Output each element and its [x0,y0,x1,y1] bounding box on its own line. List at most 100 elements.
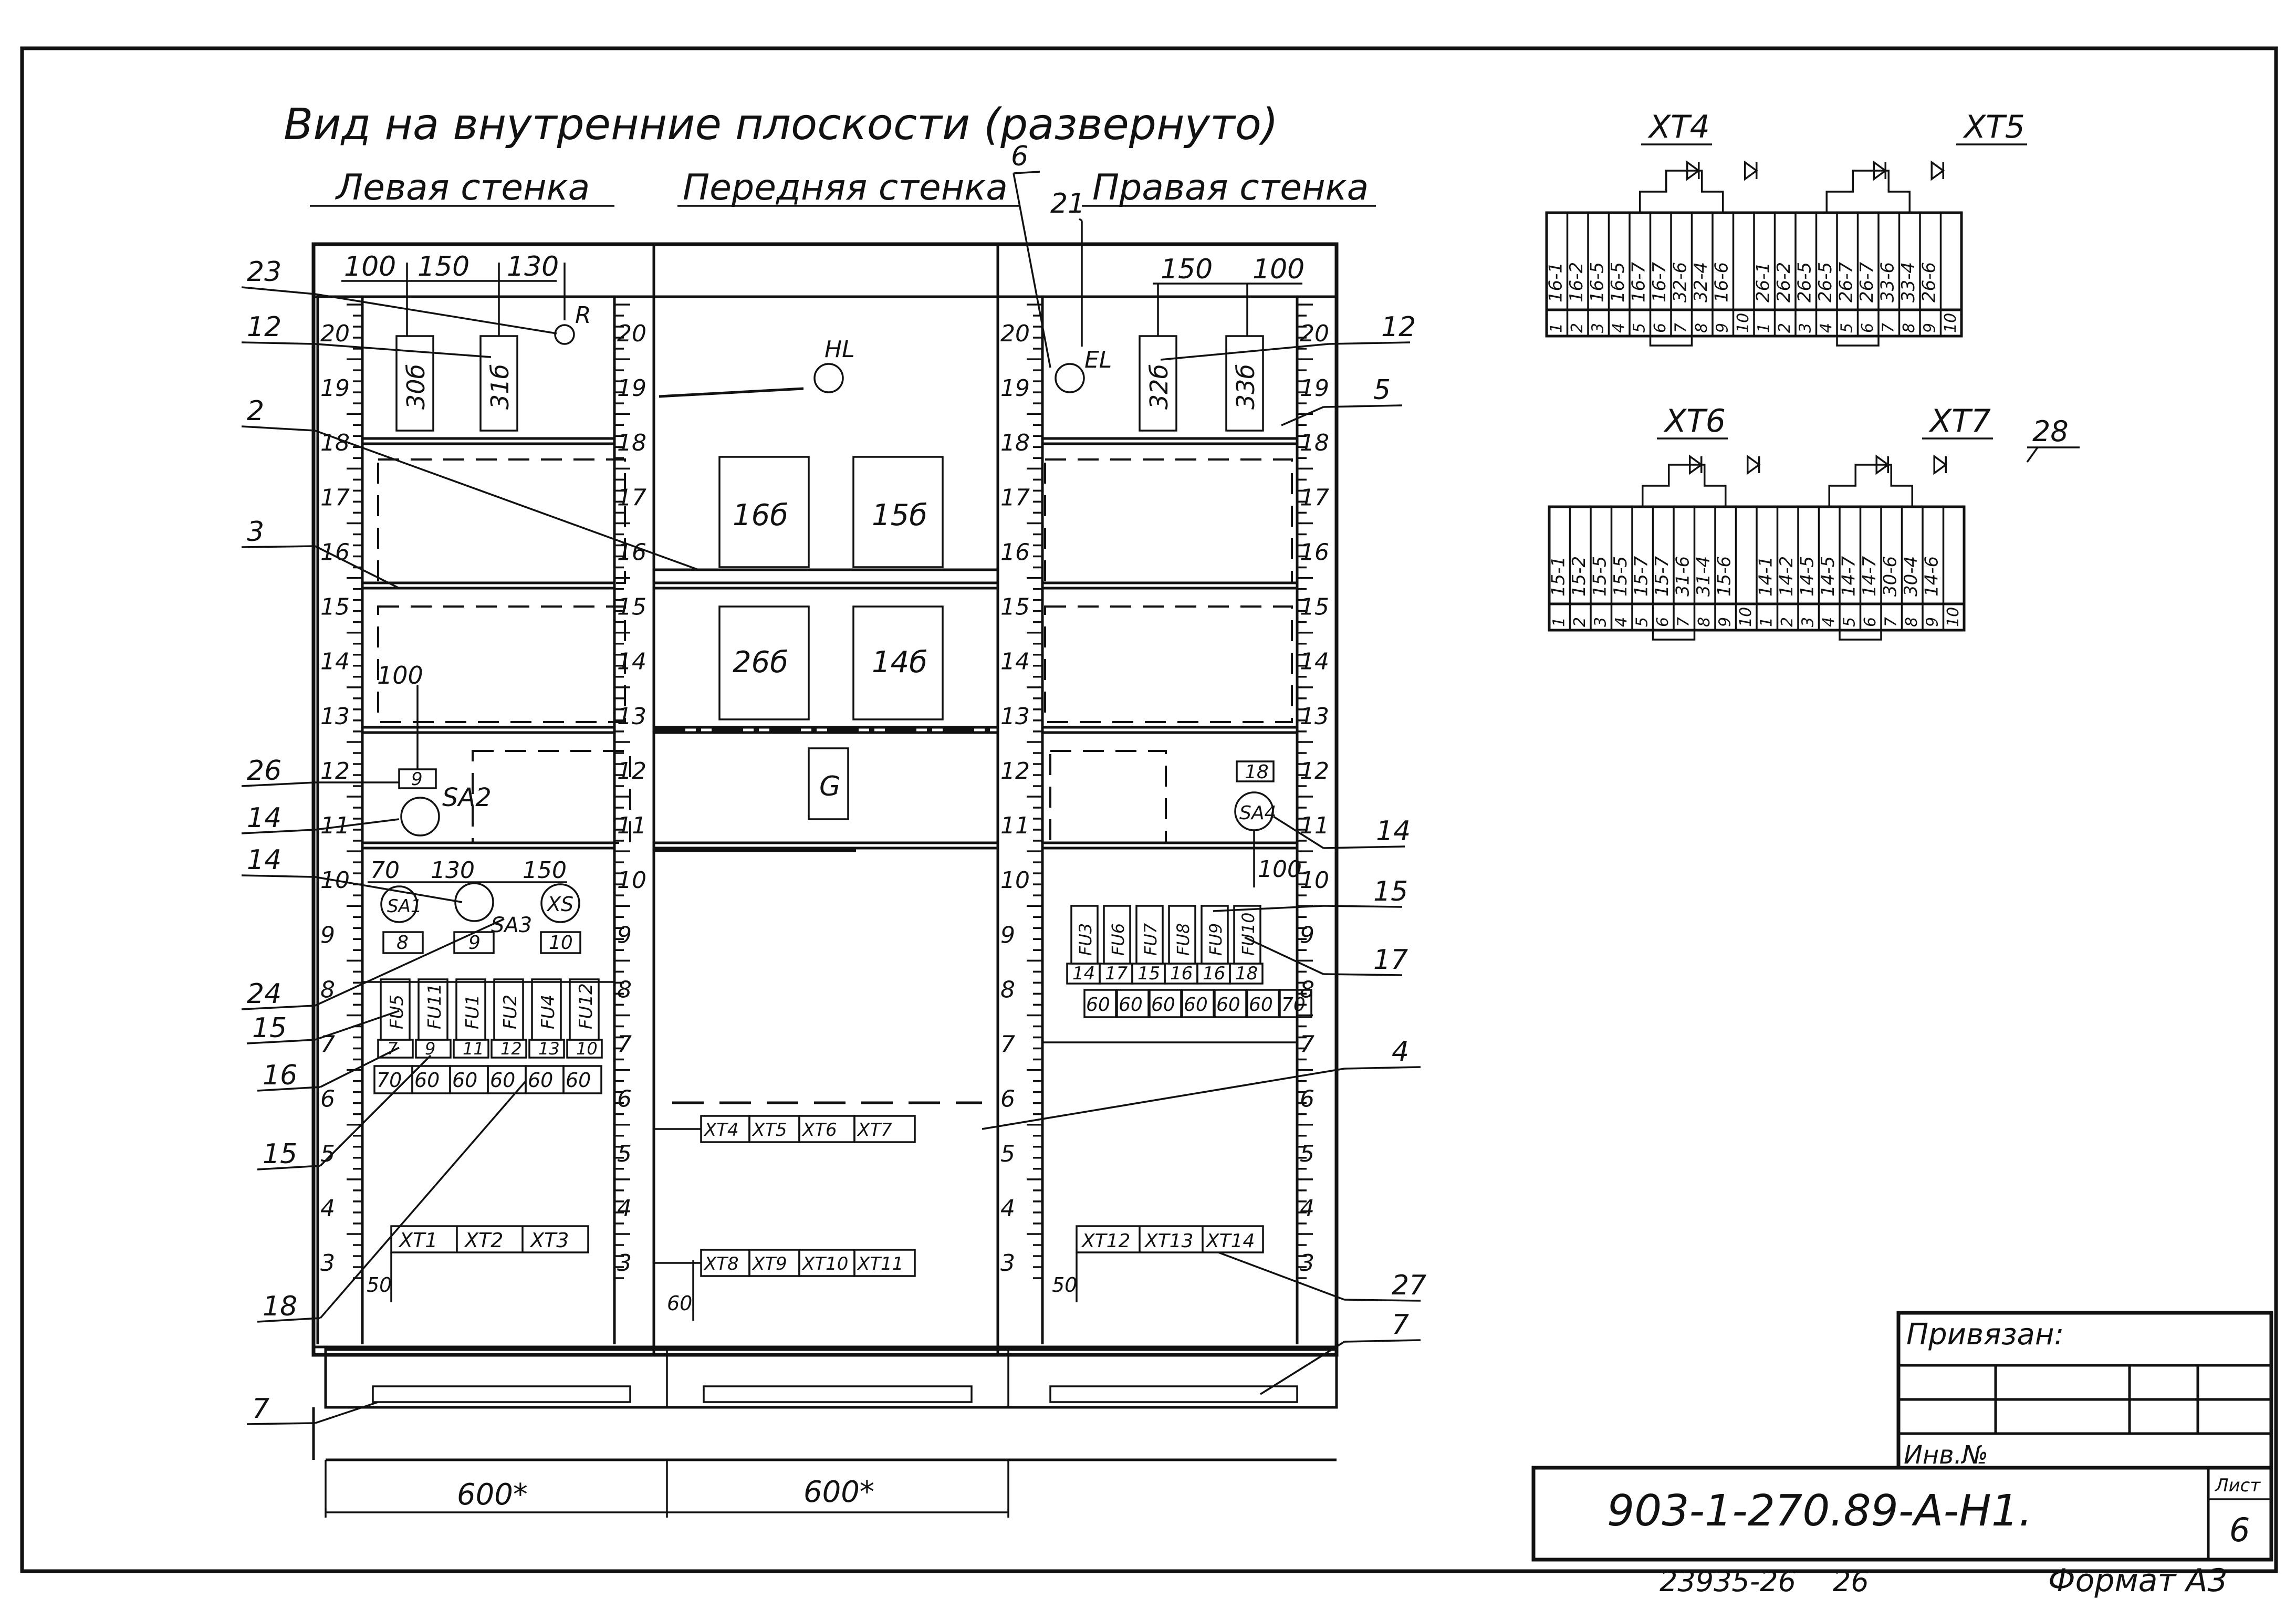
sheet-number: 6 [2229,1511,2250,1549]
svg-text:6: 6 [1654,617,1672,627]
callout-23: 23 [247,256,281,288]
relay-33b [1225,335,1264,432]
left-dim-100: 100 [344,251,396,283]
svg-text:XT7: XT7 [857,1120,892,1141]
svg-text:18: 18 [1235,963,1258,984]
svg-text:32-6: 32-6 [1669,262,1690,302]
scale-label: 4 [320,1195,335,1222]
scale-label: 7 [617,1031,632,1058]
scale-label: 5 [1000,1141,1015,1167]
callout-17: 17 [1373,944,1408,976]
svg-text:60: 60 [667,1292,692,1315]
svg-text:60: 60 [1216,994,1240,1016]
callout-26: 26 [247,755,281,787]
svg-text:XT11: XT11 [857,1253,903,1274]
svg-text:30-4: 30-4 [1901,556,1922,597]
svg-text:16-2: 16-2 [1566,262,1587,302]
scale-label: 6 [617,1086,632,1113]
scale-label: 15 [1000,594,1030,621]
dashed-zones [377,458,1293,844]
svg-text:60: 60 [490,1069,515,1092]
svg-text:FU7: FU7 [1141,923,1161,956]
svg-text:60: 60 [528,1069,553,1092]
svg-text:16-7: 16-7 [1649,262,1670,302]
scale-label: 16 [1300,539,1329,566]
svg-text:33б: 33б [1232,364,1260,410]
scale-label: 20 [1000,320,1030,347]
width-dim-left: 600* [457,1478,528,1512]
svg-text:4: 4 [1610,323,1628,333]
scale-label: 14 [1300,649,1329,675]
resistor-r-label: R [575,302,591,329]
scale-label: 17 [617,484,646,511]
svg-text:14-2: 14-2 [1776,556,1797,597]
xt6-heading: XT6 [1663,403,1726,440]
svg-text:14-7: 14-7 [1859,556,1880,597]
scale-label: 9 [1300,922,1314,948]
terminal-xt11 [853,1249,916,1277]
svg-text:2: 2 [1778,617,1797,627]
sheet-label: Лист [2214,1475,2261,1496]
relay-31b-label: 31б [486,364,514,410]
callout-12: 12 [247,311,281,343]
svg-text:60: 60 [1119,994,1143,1016]
svg-text:10: 10 [1944,607,1963,627]
xt7-heading: XT7 [1928,403,1991,440]
callout-3: 3 [247,516,264,548]
block-26b [718,605,810,720]
scale-label: 20 [617,320,646,347]
scale-label: 19 [320,375,350,402]
scale-label: 10 [617,867,646,894]
front-wall-heading: Передняя стенка [683,167,1008,208]
relay-30b-label: 30б [402,364,430,410]
left-dim-130: 130 [507,251,559,283]
svg-text:4: 4 [1817,323,1835,333]
svg-text:15-7: 15-7 [1631,556,1652,597]
svg-text:26-5: 26-5 [1815,262,1836,302]
svg-text:12: 12 [500,1039,522,1059]
right-wall-heading: Правая стенка [1092,167,1369,208]
block-14b [852,605,944,720]
scale-label: 11 [1000,812,1030,839]
svg-text:15-5: 15-5 [1610,556,1631,597]
svg-text:26-1: 26-1 [1752,262,1773,302]
svg-text:FU4: FU4 [538,995,559,1029]
svg-text:13: 13 [538,1039,560,1059]
left-dim-100b: 100 [377,661,423,689]
lamp-hl-label: HL [825,336,855,363]
svg-text:15-7: 15-7 [1652,556,1673,597]
svg-text:7: 7 [387,1039,398,1059]
svg-text:FU1: FU1 [462,995,483,1029]
svg-text:60: 60 [1151,994,1175,1016]
svg-text:15-6: 15-6 [1714,556,1735,597]
svg-text:70: 70 [370,857,400,884]
scale-label: 19 [1300,375,1329,402]
terminal-xt13: XT13 [1144,1230,1193,1252]
svg-text:10: 10 [1942,313,1960,333]
svg-text:5: 5 [1633,617,1651,627]
callout-15: 15 [252,1012,287,1044]
callout-14: 14 [247,844,281,876]
left-fuse-block: FU5770FU11960FU11160FU21260FU41360FU1210… [373,978,603,1094]
svg-text:7: 7 [1879,323,1897,333]
svg-text:14б: 14б [872,645,927,680]
scale-label: 3 [1000,1250,1015,1277]
left-terminal-strip [390,1225,589,1253]
svg-text:9: 9 [1921,323,1939,333]
generator-g [808,747,849,820]
scale-label: 13 [1300,703,1329,730]
svg-text:31-4: 31-4 [1693,556,1714,597]
svg-text:8: 8 [1695,617,1714,627]
drawing-title: Вид на внутренние плоскости (развернуто) [284,100,1278,150]
svg-text:2: 2 [1571,617,1589,627]
svg-text:15: 15 [1137,963,1160,984]
svg-text:14-5: 14-5 [1797,556,1818,597]
relay-32b [1139,335,1177,432]
scale-label: 13 [617,703,646,730]
callout-18: 18 [263,1291,297,1322]
svg-text:18: 18 [1245,761,1269,783]
